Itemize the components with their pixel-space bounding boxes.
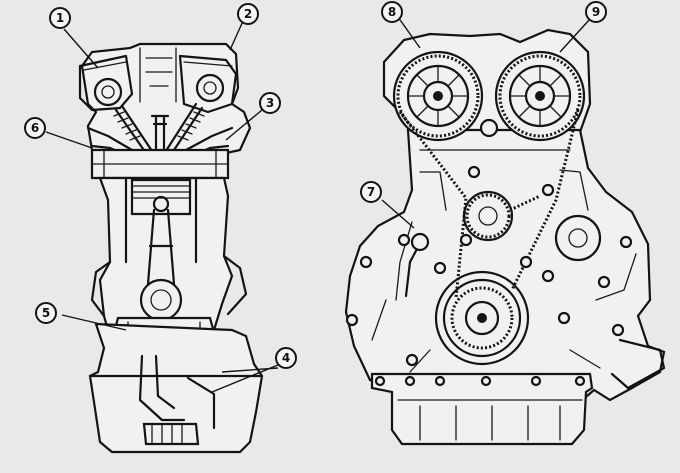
auxiliary-pulley-hub — [568, 228, 588, 248]
exhaust-sprocket-bolt — [535, 91, 545, 101]
intake-sprocket-spokes — [407, 65, 469, 127]
callout-2: 2 — [237, 3, 259, 25]
cover-bolts — [345, 165, 633, 367]
callout-1-label: 1 — [56, 11, 64, 25]
leader-1 — [63, 28, 99, 69]
spark-plug — [150, 114, 170, 152]
auxiliary-pulley — [554, 214, 602, 262]
cover-ribs — [83, 47, 233, 103]
intake-sprocket-teeth — [396, 54, 480, 138]
leader-lines — [45, 16, 591, 393]
idler-sprocket-teeth — [465, 193, 511, 239]
leader-4a — [211, 364, 279, 393]
timing-chain-right-run — [510, 109, 580, 291]
callout-2-label: 2 — [244, 7, 252, 21]
front-oil-pan — [370, 372, 594, 446]
connecting-rod — [146, 208, 176, 286]
crankshaft-pin — [150, 289, 172, 311]
engine-front-view — [344, 28, 666, 446]
callout-9: 9 — [585, 1, 607, 23]
block-casting-lines — [371, 149, 637, 373]
oil-strainer — [142, 422, 200, 446]
intake-sprocket-bolt — [433, 91, 443, 101]
cylinder-bore — [124, 176, 198, 264]
leader-6 — [45, 131, 93, 149]
callout-7-label: 7 — [367, 185, 375, 199]
exhaust-sprocket-spokes — [509, 65, 571, 127]
callout-6-label: 6 — [31, 121, 39, 135]
crankshaft-sprocket-teeth — [450, 286, 514, 350]
oil-strainer-mesh — [151, 423, 183, 445]
intake-cam-housing — [78, 54, 134, 112]
head-gasket-lines — [91, 149, 229, 179]
crankshaft-journal — [139, 278, 183, 322]
leader-4b — [221, 367, 279, 373]
callout-6: 6 — [24, 117, 46, 139]
leader-3 — [225, 109, 263, 141]
leader-7 — [381, 199, 415, 229]
leader-8 — [397, 16, 421, 49]
chain-tensioner — [410, 232, 430, 252]
front-oil-pan-ribs — [397, 399, 583, 441]
exhaust-camshaft-hub — [203, 81, 217, 95]
leader-2 — [229, 20, 244, 51]
callout-4-label: 4 — [282, 351, 290, 365]
oil-pickup-tube — [138, 354, 216, 430]
callout-3: 3 — [259, 92, 281, 114]
accessory-bracket — [610, 338, 666, 390]
exhaust-camshaft — [195, 73, 225, 103]
exhaust-cam-housing — [178, 54, 238, 114]
crankshaft-bolt — [477, 313, 487, 323]
callout-8: 8 — [381, 1, 403, 23]
intake-camshaft — [93, 77, 123, 107]
timing-chain-idler-link — [509, 194, 541, 212]
piston-pin — [152, 195, 170, 213]
leader-5 — [61, 314, 127, 331]
callout-9-label: 9 — [592, 5, 600, 19]
callout-1: 1 — [49, 7, 71, 29]
callout-4: 4 — [275, 347, 297, 369]
intake-valve-spring — [113, 111, 141, 141]
intake-camshaft-hub — [101, 85, 115, 99]
oil-pan — [88, 322, 264, 454]
callout-3-label: 3 — [266, 96, 274, 110]
callout-7: 7 — [360, 181, 382, 203]
engine-cross-section — [78, 42, 264, 454]
idler-sprocket-hub — [478, 206, 498, 226]
idler-sprocket — [462, 190, 514, 242]
engine-block-front — [344, 128, 666, 404]
leader-9 — [559, 18, 591, 53]
oil-pan-bolts — [374, 375, 586, 387]
crankshaft-pulley-groove — [442, 278, 522, 358]
callout-5-label: 5 — [42, 306, 50, 320]
callout-8-label: 8 — [388, 5, 396, 19]
exhaust-sprocket-teeth — [498, 54, 582, 138]
exhaust-valve-spring — [177, 111, 205, 141]
crankcase-outline — [90, 254, 248, 318]
callout-5: 5 — [35, 302, 57, 324]
upper-chain-guide — [479, 118, 499, 138]
